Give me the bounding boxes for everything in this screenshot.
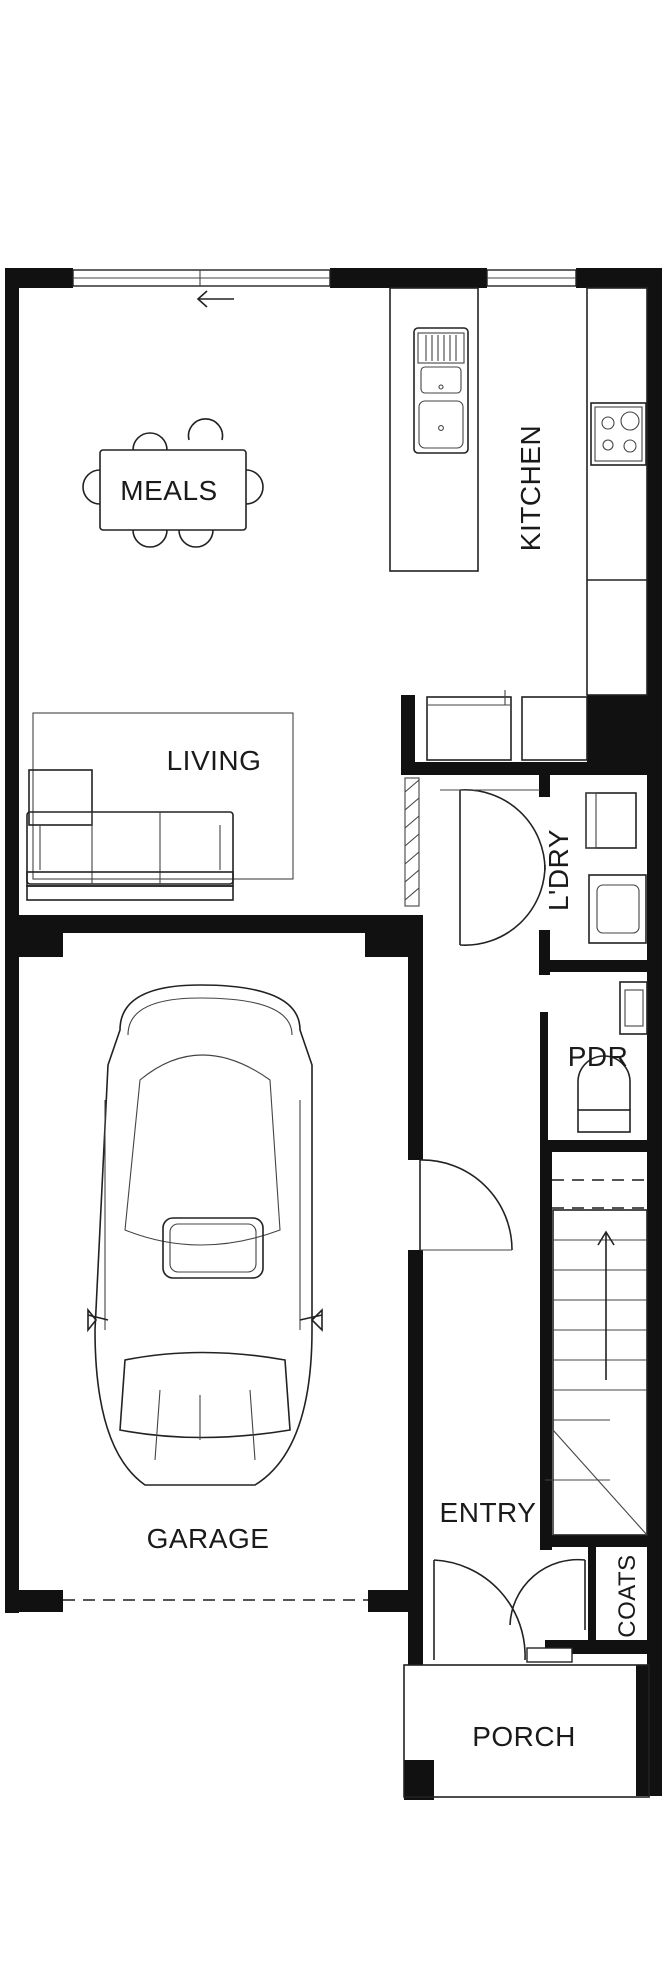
kitchen-island	[389, 287, 479, 572]
garage-entry-door	[419, 1159, 513, 1251]
windows	[72, 269, 577, 287]
meals-label: MEALS	[120, 475, 217, 506]
garage-label: GARAGE	[147, 1523, 270, 1554]
left-arrow-icon	[196, 290, 234, 308]
living-sofa	[26, 712, 294, 901]
laundry-doors	[440, 789, 546, 946]
fridge	[426, 690, 588, 761]
laundry-label: L'DRY	[543, 829, 574, 911]
meals-table	[82, 418, 264, 548]
coats-door	[509, 1558, 586, 1630]
porch-outline	[403, 1664, 650, 1798]
room-labels: MEALS KITCHEN LIVING L'DRY PDR GARAGE EN…	[120, 425, 641, 1752]
kitchen-bench	[586, 287, 648, 696]
stairs	[545, 1179, 648, 1536]
entry-label: ENTRY	[440, 1497, 537, 1528]
hatched-wall	[404, 777, 420, 907]
walls	[5, 268, 662, 1800]
car	[87, 984, 323, 1486]
pdr-fixtures	[577, 981, 648, 1133]
coats-label: COATS	[614, 1554, 641, 1637]
living-label: LIVING	[167, 745, 262, 776]
sidelight-window	[526, 1647, 573, 1663]
front-door	[433, 1559, 526, 1661]
up-arrow-icon	[597, 1230, 615, 1380]
kitchen-label: KITCHEN	[515, 425, 546, 551]
laundry-fixtures	[585, 792, 647, 944]
pdr-label: PDR	[568, 1041, 629, 1072]
porch-label: PORCH	[472, 1721, 576, 1752]
